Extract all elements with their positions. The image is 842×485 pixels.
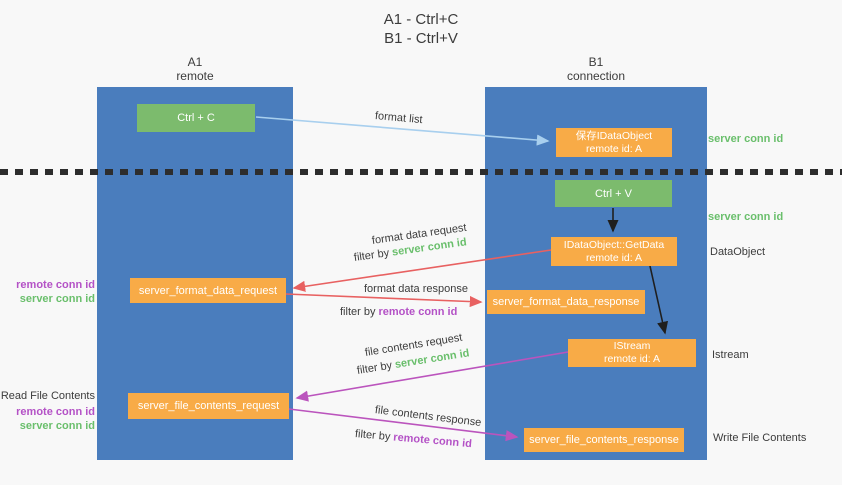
diagram-title: A1 - Ctrl+C B1 - Ctrl+V	[0, 10, 842, 48]
getdata-line2: remote id: A	[585, 251, 643, 264]
server-conn-id-annotation-top: server conn id	[708, 133, 784, 145]
server-format-data-request-box: server_format_data_request	[130, 278, 286, 303]
filter-by-text: filter by	[353, 247, 390, 264]
column-header-b1: B1 connection	[485, 55, 707, 83]
column-b1-name: B1	[588, 55, 604, 69]
server-format-data-request-label: server_format_data_request	[138, 284, 278, 297]
server-conn-id-annotation: server conn id	[19, 420, 95, 432]
filter-by-text: filter by	[340, 306, 376, 318]
server-file-contents-request-label: server_file_contents_request	[137, 400, 280, 412]
remote-conn-id-annotation: remote conn id	[16, 406, 95, 418]
remote-conn-id-annotation: remote conn id	[16, 279, 95, 291]
server-file-contents-response-label: server_file_contents_response	[529, 434, 679, 446]
idataobject-getdata-box: IDataObject::GetData remote id: A	[551, 237, 677, 266]
format-request-conn-ids: remote conn id server conn id	[0, 278, 95, 306]
server-conn-id-annotation: server conn id	[19, 293, 95, 305]
ctrl-c-label: Ctrl + C	[177, 112, 215, 124]
server-file-contents-response-box: server_file_contents_response	[524, 428, 684, 452]
save-idataobject-line2: remote id: A	[585, 142, 643, 155]
ctrl-v-label: Ctrl + V	[595, 187, 632, 200]
server-format-data-response-box: server_format_data_response	[487, 290, 645, 314]
remote-conn-id-text: remote conn id	[378, 306, 458, 318]
filter-by-text: filter by	[356, 359, 393, 377]
dataobject-annotation: DataObject	[710, 246, 766, 258]
remote-conn-id-text: remote conn id	[392, 431, 473, 451]
machine-divider-dotted-line	[0, 169, 842, 175]
read-file-contents-annotation: Read File Contents	[0, 390, 95, 402]
format-data-response-label: format data response	[364, 283, 468, 295]
istream-line2: remote id: A	[603, 353, 661, 365]
filter-by-text: filter by	[354, 428, 391, 444]
column-b1-role: connection	[566, 69, 626, 83]
ctrl-v-box: Ctrl + V	[555, 180, 672, 207]
file-contents-response-label: file contents response	[374, 404, 482, 429]
column-a1-role: remote	[176, 69, 214, 83]
write-file-contents-annotation: Write File Contents	[713, 432, 807, 444]
getdata-line1: IDataObject::GetData	[563, 238, 665, 251]
server-format-data-response-label: server_format_data_response	[492, 296, 640, 308]
format-data-response-arrow	[285, 293, 483, 308]
istream-line1: IStream	[613, 340, 651, 352]
istream-annotation: Istream	[712, 349, 749, 361]
save-idataobject-box: 保存IDataObject remote id: A	[556, 128, 672, 157]
server-file-contents-request-box: server_file_contents_request	[128, 393, 289, 419]
title-line-b1: B1 - Ctrl+V	[384, 30, 458, 47]
server-conn-id-annotation-mid: server conn id	[708, 211, 784, 223]
title-line-a1: A1 - Ctrl+C	[383, 11, 459, 28]
istream-box: IStream remote id: A	[568, 339, 696, 367]
ctrl-c-box: Ctrl + C	[137, 104, 255, 132]
format-list-label: format list	[374, 110, 424, 127]
column-header-a1: A1 remote	[97, 55, 293, 83]
file-request-conn-ids: remote conn id server conn id	[0, 405, 95, 433]
column-a1-name: A1	[187, 55, 203, 69]
save-idataobject-line1: 保存IDataObject	[575, 129, 653, 142]
